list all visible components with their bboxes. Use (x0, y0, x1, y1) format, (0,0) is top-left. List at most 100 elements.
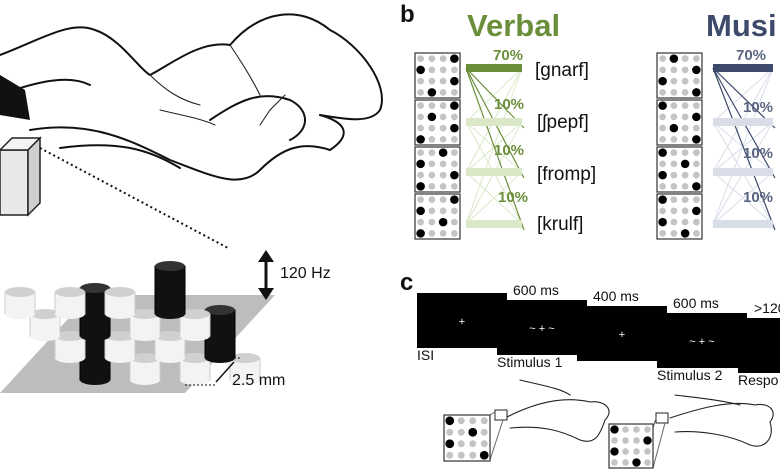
word-4: [krulf] (537, 214, 583, 235)
inactive-pin-dot (439, 66, 447, 74)
inactive-pin-dot (451, 207, 458, 215)
inactive-pin-dot (693, 171, 700, 179)
inactive-pin-dot (439, 196, 447, 203)
active-pin-dot (658, 195, 667, 204)
inactive-pin-dot (670, 207, 678, 215)
active-pin-dot (610, 447, 619, 456)
lowered-pin (129, 353, 161, 385)
active-pin-dot (416, 229, 425, 238)
lowered-pin (29, 309, 61, 341)
active-pin-dot (658, 101, 667, 110)
tactile-pattern-grid (414, 193, 461, 240)
inactive-pin-dot (428, 230, 436, 237)
active-pin-dot (479, 450, 489, 460)
verbal-title: Verbal (467, 8, 560, 43)
screen-caption: Stimulus 1 (497, 354, 563, 370)
inactive-pin-dot (659, 55, 666, 62)
lowered-pin (129, 309, 161, 341)
inactive-pin-dot (480, 440, 488, 448)
screen-rect (417, 293, 507, 348)
inactive-pin-dot (451, 183, 458, 190)
inactive-pin-dot (439, 89, 447, 96)
inactive-pin-dot (659, 66, 666, 74)
active-pin-dot (416, 206, 425, 216)
spacing-label: 2.5 mm (232, 372, 285, 389)
inactive-pin-dot (670, 136, 678, 143)
inactive-pin-dot (469, 417, 477, 425)
inactive-pin-dot (659, 89, 666, 96)
inactive-pin-dot (693, 149, 700, 156)
inactive-pin-dot (681, 136, 689, 143)
inactive-pin-dot (480, 417, 488, 425)
inactive-pin-dot (659, 113, 666, 121)
inactive-pin-dot (451, 218, 458, 226)
inactive-pin-dot (693, 124, 700, 132)
weak-association-bar (466, 220, 522, 228)
inactive-pin-dot (622, 426, 629, 433)
inactive-pin-dot (428, 102, 436, 109)
active-pin-dot (680, 159, 690, 169)
musical-title: Musi (706, 8, 777, 43)
inactive-pin-dot (439, 77, 447, 85)
weak-association-bar (713, 118, 773, 126)
inactive-pin-dot (670, 218, 678, 226)
weak-association-bar (713, 220, 773, 228)
inactive-pin-dot (693, 55, 700, 62)
raised-pin (154, 261, 186, 319)
duration-label: 400 ms (593, 288, 639, 304)
active-pin-dot (450, 123, 459, 133)
active-pin-dot (445, 416, 455, 426)
spacing-marker (185, 357, 240, 386)
association-line-faint (712, 171, 774, 225)
inactive-pin-dot (417, 55, 424, 62)
inactive-pin-dot (428, 207, 436, 215)
active-pin-dot (692, 88, 701, 97)
musical-mapping (656, 52, 776, 240)
inactive-pin-dot (681, 77, 689, 85)
inactive-pin-dot (439, 102, 447, 109)
inactive-pin-dot (439, 124, 447, 132)
inactive-pin-dot (681, 196, 689, 203)
lowered-pin (154, 331, 186, 363)
active-pin-dot (427, 88, 437, 97)
screen-rect (577, 306, 667, 361)
inactive-pin-dot (670, 160, 678, 168)
tactile-pattern-grid (656, 99, 703, 146)
inactive-pin-dot (681, 171, 689, 179)
screen-rect (497, 300, 587, 355)
strong-association-bar (713, 64, 773, 72)
panel-b-label: b (400, 1, 415, 28)
inactive-pin-dot (622, 448, 629, 455)
inactive-pin-dot (451, 230, 458, 237)
strong-association-bar (466, 64, 522, 72)
trial-screen: +ISI (417, 293, 507, 363)
inactive-pin-dot (681, 55, 689, 62)
screen-caption: ISI (417, 347, 434, 363)
inactive-pin-dot (670, 230, 678, 237)
inactive-pin-dot (428, 160, 436, 168)
inactive-pin-dot (469, 440, 477, 448)
example-patterns (443, 414, 654, 469)
inactive-pin-dot (693, 230, 700, 237)
inactive-pin-dot (451, 149, 458, 156)
inactive-pin-dot (428, 77, 436, 85)
inactive-pin-dot (428, 136, 436, 143)
screen-rect (657, 313, 747, 368)
verbal-mapping (414, 52, 525, 240)
small-hand-1 (489, 379, 610, 461)
tactile-pattern-grid (414, 52, 461, 99)
inactive-pin-dot (469, 451, 477, 459)
tactile-pattern-grid (656, 52, 703, 99)
inactive-pin-dot (670, 77, 678, 85)
frequency-label: 120 Hz (280, 265, 331, 282)
lowered-pin (4, 287, 36, 319)
inactive-pin-dot (439, 171, 447, 179)
inactive-pin-dot (681, 89, 689, 96)
inactive-pin-dot (644, 426, 651, 433)
lowered-pin (229, 353, 261, 385)
inactive-pin-dot (457, 417, 465, 425)
tactile-pattern-grid (414, 99, 461, 146)
